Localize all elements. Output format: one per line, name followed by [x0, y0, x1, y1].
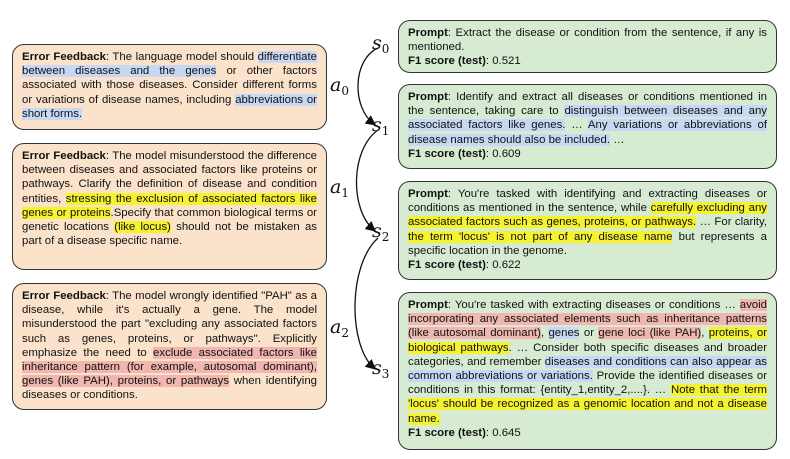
- state-label-s0: s0: [372, 32, 390, 56]
- action-label-a0: a0: [330, 74, 349, 98]
- text-segment: should not be mistaken as part of a dise…: [22, 221, 317, 248]
- action-label-a1: a1: [330, 176, 349, 200]
- text-segment: : Extract the disease or condition from …: [408, 27, 767, 54]
- f1-score-line: F1 score (test): 0.622: [408, 259, 521, 272]
- prompt-label: Prompt: [408, 188, 448, 200]
- feedback-box-1: Error Feedback: The model misunderstood …: [12, 143, 327, 270]
- highlight-red: gene loci (like PAH): [598, 327, 702, 340]
- text-segment: : The model wrongly identified "PAH" as …: [22, 290, 317, 359]
- prompt-text: : You're tasked with identifying and ext…: [408, 188, 767, 257]
- text-segment: : Identify and extract all diseases or c…: [408, 91, 767, 118]
- prompt-box-1: Prompt: Identify and extract all disease…: [398, 84, 777, 169]
- f1-score-line: F1 score (test): 0.609: [408, 147, 521, 160]
- text-segment: or: [579, 327, 599, 340]
- highlight-blue: genes: [548, 327, 580, 340]
- f1-score-line: F1 score (test): 0.645: [408, 426, 521, 439]
- prompt-label: Prompt: [408, 27, 448, 39]
- text-segment: ,: [540, 327, 549, 340]
- feedback-text: : The model misunderstood the difference…: [22, 150, 318, 248]
- highlight-yel: the term 'locus' is not part of any dise…: [408, 230, 673, 243]
- text-segment: . … Consider both specific diseases and …: [408, 341, 768, 368]
- text-segment: … For clarity,: [696, 216, 767, 229]
- text-segment: : You're tasked with extracting diseases…: [447, 299, 740, 311]
- feedback-label: Error Feedback: [22, 150, 106, 162]
- text-segment: : The language model should: [105, 51, 258, 63]
- prompt-text: : Identify and extract all diseases or c…: [408, 91, 767, 146]
- prompt-text: : Extract the disease or condition from …: [408, 27, 767, 53]
- feedback-box-0: Error Feedback: The language model shoul…: [12, 44, 327, 130]
- state-label-s3: s3: [372, 357, 390, 381]
- text-segment: .Specify that common biological terms or…: [22, 206, 317, 234]
- highlight-yel: (like locus): [114, 221, 171, 234]
- feedback-label: Error Feedback: [22, 51, 106, 63]
- state-label-s1: s1: [372, 114, 390, 138]
- feedback-text: : The model wrongly identified "PAH" as …: [22, 290, 317, 401]
- prompt-label: Prompt: [408, 299, 448, 311]
- text-segment: …: [610, 133, 625, 146]
- action-label-a2: a2: [330, 316, 349, 340]
- prompt-box-2: Prompt: You're tasked with identifying a…: [398, 181, 777, 280]
- prompt-text: : You're tasked with extracting diseases…: [408, 299, 767, 425]
- state-label-s2: s2: [372, 220, 390, 244]
- text-segment: : You're tasked with identifying and ext…: [408, 188, 767, 215]
- prompt-label: Prompt: [408, 91, 448, 103]
- text-segment: Provide the identified diseases or condi…: [408, 370, 767, 397]
- feedback-box-2: Error Feedback: The model wrongly identi…: [12, 283, 327, 410]
- text-segment: when identifying diseases or conditions.: [22, 375, 317, 402]
- text-segment: : The model misunderstood the difference…: [22, 150, 317, 205]
- prompt-box-0: Prompt: Extract the disease or condition…: [398, 20, 777, 73]
- prompt-box-3: Prompt: You're tasked with extracting di…: [398, 292, 777, 450]
- text-segment: …: [565, 119, 588, 132]
- arrow-a0: [357, 47, 379, 126]
- arrow-a2: [354, 237, 379, 370]
- f1-score-line: F1 score (test): 0.521: [408, 55, 521, 68]
- text-segment: ,: [701, 327, 709, 340]
- text-segment: but represents a specific location in th…: [408, 230, 767, 257]
- feedback-label: Error Feedback: [22, 290, 106, 302]
- text-segment: or other factors associated with those d…: [22, 65, 317, 106]
- arrow-a1: [355, 129, 379, 232]
